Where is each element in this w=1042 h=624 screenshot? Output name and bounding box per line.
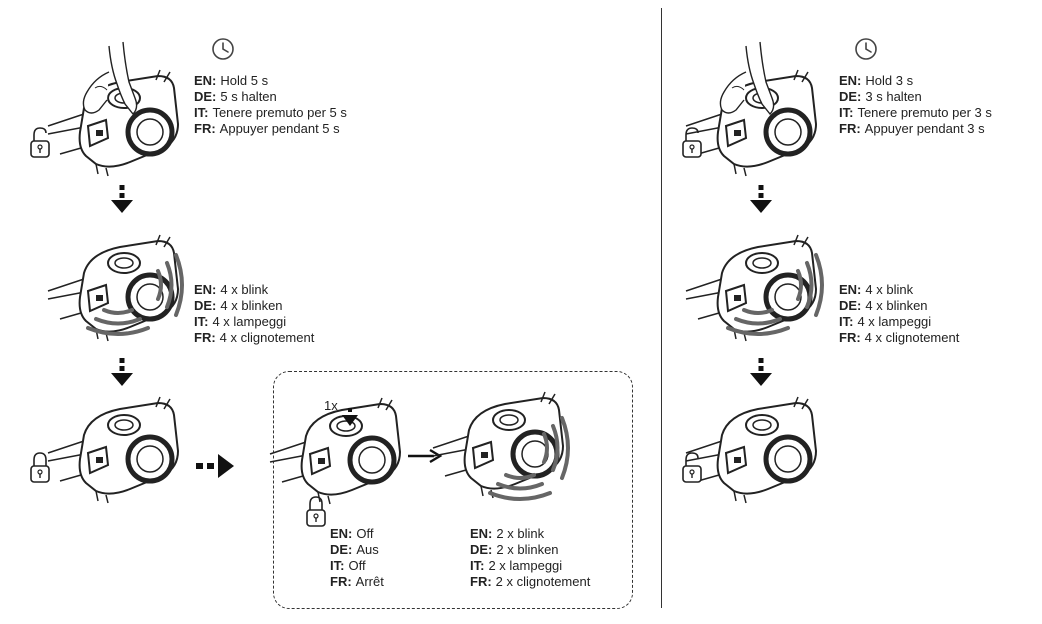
column-divider	[661, 8, 662, 608]
line-it: IT:2 x lampeggi	[470, 558, 563, 573]
blink2-text: EN:2 x blink DE:2 x blinken IT:2 x lampe…	[470, 526, 590, 590]
line-de: DE:4 x blinken	[194, 298, 283, 313]
line-de: DE:3 s halten	[839, 89, 922, 104]
line-it: IT:Tenere premuto per 3 s	[839, 105, 992, 120]
hand-press-icon	[82, 41, 138, 115]
unlock-icon	[682, 452, 702, 483]
arrow-right-icon	[408, 448, 443, 464]
headlamp-icon	[748, 283, 749, 284]
unlock-icon	[682, 127, 702, 158]
line-fr: FR:Appuyer pendant 5 s	[194, 121, 340, 136]
line-en: EN:2 x blink	[470, 526, 545, 541]
line-fr: FR:Arrêt	[330, 574, 384, 589]
off-text: EN:Off DE:Aus IT:Off FR:Arrêt	[330, 526, 384, 590]
line-en: EN:4 x blink	[839, 282, 914, 297]
arrow-down-icon	[750, 358, 772, 386]
headlamp-icon	[332, 446, 333, 447]
line-fr: FR:2 x clignotement	[470, 574, 591, 589]
step2-text-right: EN:4 x blink DE:4 x blinken IT:4 x lampe…	[839, 282, 959, 346]
line-en: EN:Off	[330, 526, 374, 541]
arrow-down-icon	[111, 185, 133, 213]
line-it: IT:4 x lampeggi	[194, 314, 287, 329]
headlamp-icon	[748, 118, 749, 119]
line-it: IT:Off	[330, 558, 366, 573]
step2-text-left: EN:4 x blink DE:4 x blinken IT:4 x lampe…	[194, 282, 314, 346]
arrow-down-icon	[342, 408, 358, 426]
hand-press-icon	[719, 41, 775, 115]
line-fr: FR:4 x clignotement	[839, 330, 960, 345]
step1-text-left: EN:Hold 5 s DE:5 s halten IT:Tenere prem…	[194, 73, 347, 137]
clock-icon	[212, 38, 234, 60]
headlamp-icon	[495, 440, 496, 441]
clock-icon	[855, 38, 877, 60]
lock-icon	[30, 452, 50, 483]
line-it: IT:Tenere premuto per 5 s	[194, 105, 347, 120]
headlamp-icon	[110, 283, 111, 284]
light-waves-icon	[156, 253, 184, 317]
line-de: DE:2 x blinken	[470, 542, 559, 557]
line-de: DE:4 x blinken	[839, 298, 928, 313]
line-it: IT:4 x lampeggi	[839, 314, 932, 329]
arrow-down-icon	[750, 185, 772, 213]
unlock-icon	[30, 127, 50, 158]
step1-text-right: EN:Hold 3 s DE:3 s halten IT:Tenere prem…	[839, 73, 992, 137]
light-waves-icon	[796, 253, 824, 317]
line-en: EN:Hold 5 s	[194, 73, 269, 88]
arrow-right-icon	[196, 454, 234, 478]
line-de: DE:Aus	[330, 542, 379, 557]
line-fr: FR:Appuyer pendant 3 s	[839, 121, 985, 136]
headlamp-icon	[110, 445, 111, 446]
off-blink-group-box	[273, 371, 633, 609]
light-waves-icon	[726, 308, 790, 336]
line-fr: FR:4 x clignotement	[194, 330, 315, 345]
line-en: EN:Hold 3 s	[839, 73, 914, 88]
light-waves-icon	[488, 473, 552, 501]
arrow-down-icon	[111, 358, 133, 386]
headlamp-icon	[110, 118, 111, 119]
line-en: EN:4 x blink	[194, 282, 269, 297]
lock-icon	[306, 496, 326, 527]
light-waves-icon	[86, 308, 150, 336]
headlamp-icon	[748, 445, 749, 446]
light-waves-icon	[542, 416, 570, 480]
press-count-label: 1x	[324, 398, 338, 413]
line-de: DE:5 s halten	[194, 89, 277, 104]
